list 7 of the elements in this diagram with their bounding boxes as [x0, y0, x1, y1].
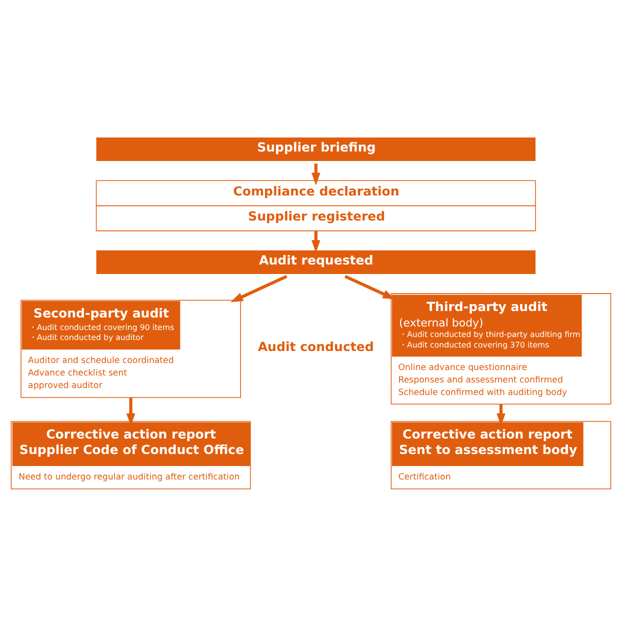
- node-box: Supplier briefing: [96, 137, 536, 161]
- node-box: Audit requested: [96, 250, 536, 274]
- arrow: [312, 230, 320, 252]
- arrow: [230, 274, 288, 302]
- label: Audit conducted: [258, 338, 374, 354]
- arrow: [126, 397, 136, 426]
- arrow: [312, 163, 320, 185]
